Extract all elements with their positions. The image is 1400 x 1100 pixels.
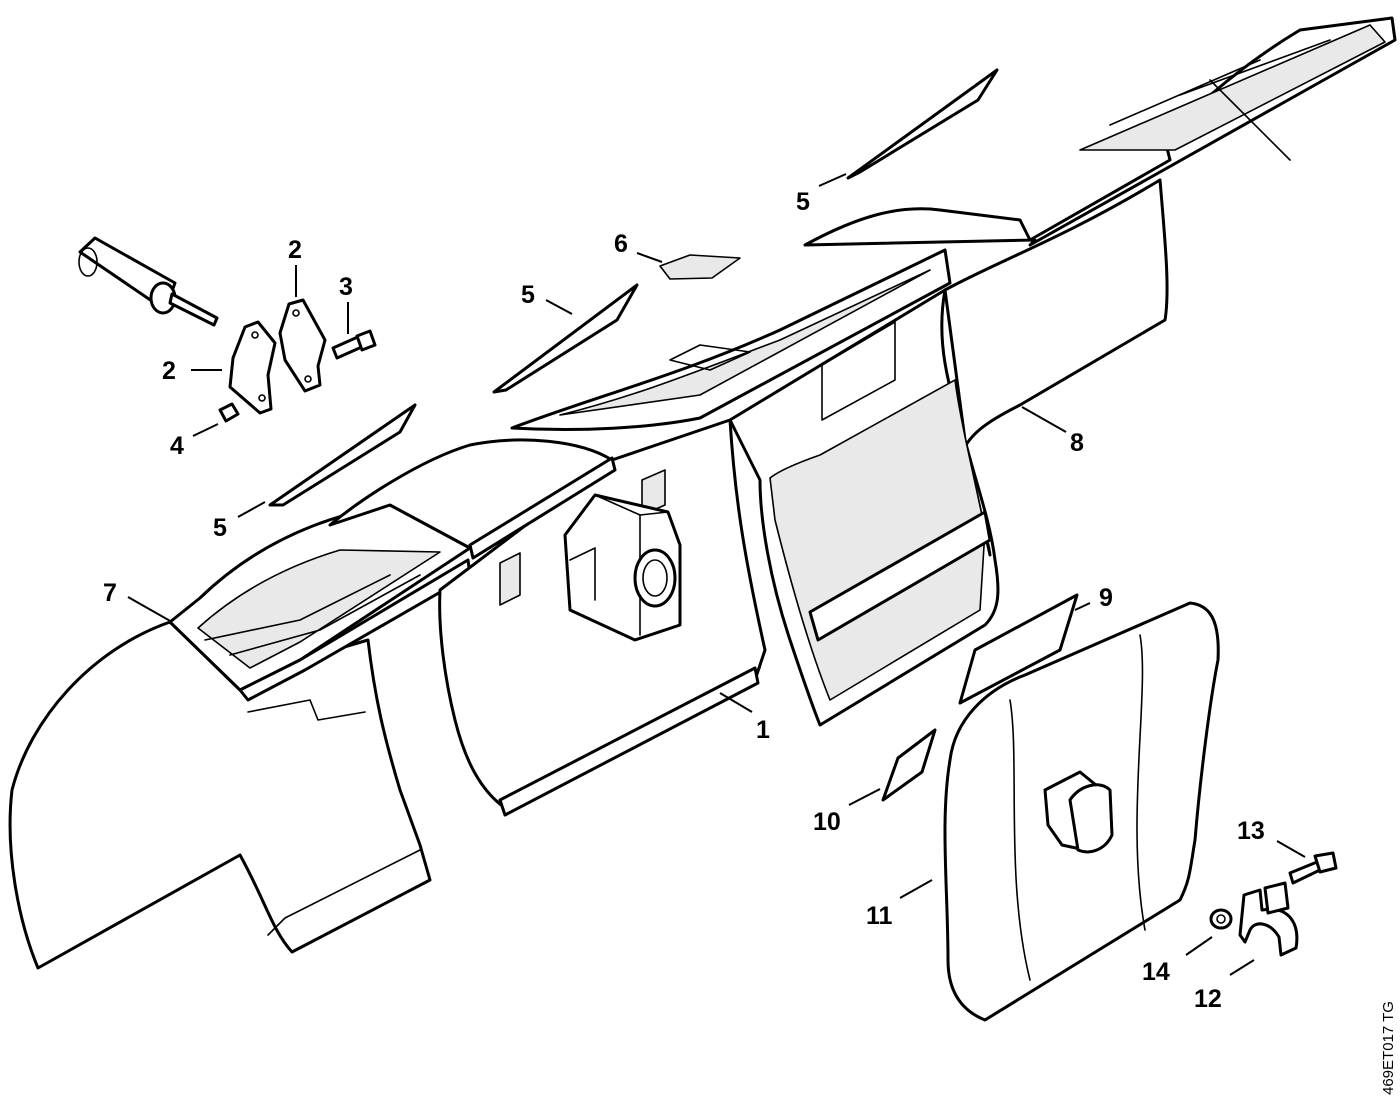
screw-13 xyxy=(1288,851,1338,885)
callout-10: 10 xyxy=(813,808,841,836)
callout-12: 12 xyxy=(1194,985,1222,1013)
decal-6 xyxy=(659,254,741,280)
callout-1: 1 xyxy=(756,716,770,744)
callout-3: 3 xyxy=(339,273,353,301)
callout-11: 11 xyxy=(866,902,893,930)
decal-9 xyxy=(958,593,1079,705)
screw-3 xyxy=(331,329,377,360)
decal-5-lower-left xyxy=(268,403,417,507)
callout-13: 13 xyxy=(1237,817,1265,845)
clamp-half-2-right xyxy=(278,298,327,393)
drawing-reference-id: 469ET017 TG xyxy=(1380,1001,1397,1095)
decal-5-middle xyxy=(492,283,639,394)
part-1-center-housing xyxy=(328,418,767,817)
top-rails xyxy=(468,16,1397,560)
part-8-right-housing xyxy=(728,178,1169,727)
decal-5-upper-right xyxy=(846,68,999,180)
callout-2-lower: 2 xyxy=(162,357,176,385)
leader-lines xyxy=(127,173,1306,976)
callout-14: 14 xyxy=(1142,958,1170,986)
callout-5-upper-right: 5 xyxy=(796,188,810,216)
callout-5-middle: 5 xyxy=(521,281,535,309)
nut-4 xyxy=(218,402,240,423)
callout-6: 6 xyxy=(614,230,628,258)
callout-8: 8 xyxy=(1070,429,1084,457)
callout-7: 7 xyxy=(103,579,117,607)
nut-14 xyxy=(1209,908,1233,930)
callout-4: 4 xyxy=(170,432,184,460)
part-7-left-shroud xyxy=(8,503,472,970)
clamp-12 xyxy=(1238,881,1299,957)
cable-tube xyxy=(78,236,219,327)
clamp-half-2-left xyxy=(228,320,277,415)
callout-5-lower-left: 5 xyxy=(213,514,227,542)
callouts: 2 2 3 4 5 6 5 5 7 8 1 9 10 11 13 14 12 xyxy=(103,188,1265,1013)
callout-9: 9 xyxy=(1099,584,1113,612)
decal-10 xyxy=(881,728,937,802)
part-11-cover-plate xyxy=(943,601,1220,1022)
callout-2-upper: 2 xyxy=(288,236,302,264)
